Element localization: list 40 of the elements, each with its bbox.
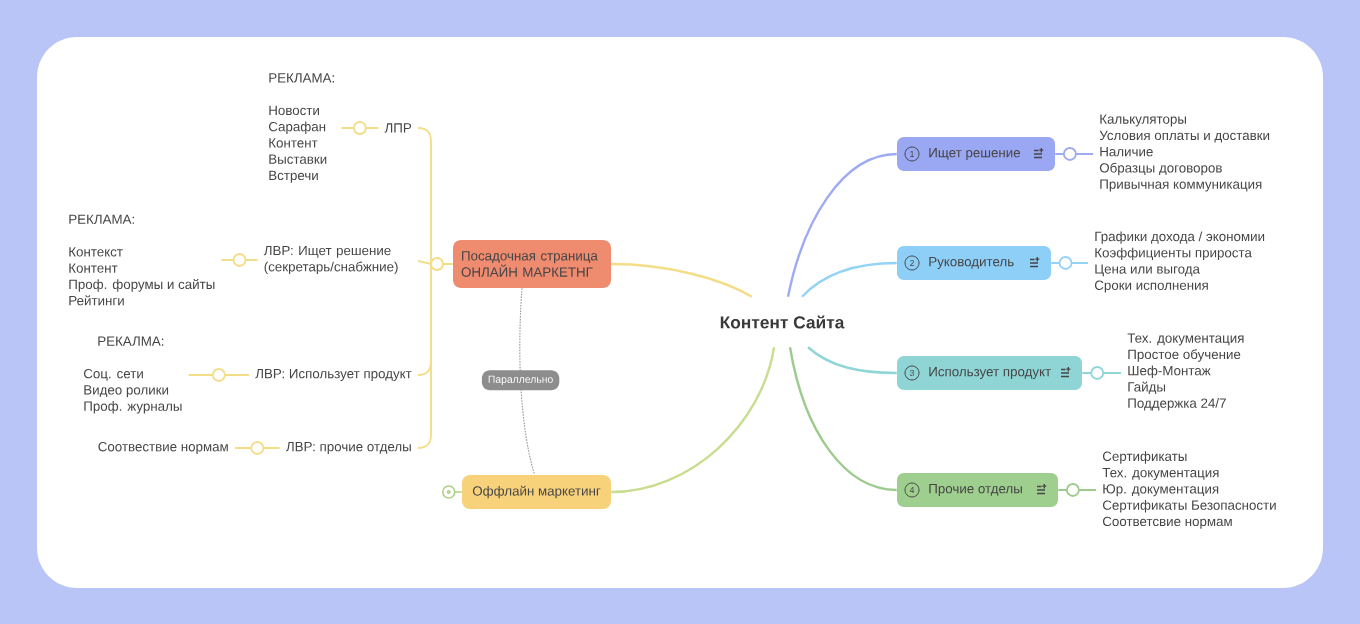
connector [519, 287, 536, 476]
connector [807, 346, 897, 375]
branch-label: ЛВР: прочие отделы [286, 442, 411, 454]
number-badge: 1 [904, 146, 920, 162]
connector [1054, 153, 1094, 155]
central-topic: Контент Сайта [720, 315, 845, 329]
connector [801, 261, 897, 298]
text-list: Сертификаты Тех. документация Юр. документация Сертификаты Безопасности Соответсвие нормам [1102, 451, 1276, 529]
connector [1050, 262, 1089, 264]
connector [430, 263, 432, 362]
connector [611, 347, 776, 494]
connector [234, 447, 281, 449]
connector [417, 127, 432, 265]
connector [340, 127, 380, 129]
connector [417, 360, 432, 449]
number-badge: 2 [904, 255, 920, 271]
branch-label: Соотвествие нормам [98, 441, 228, 455]
topic-box: Посадочная страница ОНЛАЙН МАРКЕТНГ [453, 240, 611, 288]
connector [220, 259, 259, 261]
connector [1081, 372, 1122, 374]
edge-label: Параллельно [481, 370, 560, 391]
topic-box: Оффлайн маркетинг [462, 475, 611, 509]
branch-label: ЛПР [384, 123, 412, 133]
connector [611, 262, 753, 298]
branch-label: ЛВР: Ищет решение (секретарь/снабжние) [263, 245, 398, 275]
text-list: Калькуляторы Условия оплаты и доставки Наличие Образцы договоров Привычная коммуникация [1099, 114, 1270, 192]
connector [1057, 489, 1097, 491]
text-list: РЕКЛАМА: Новости Сарафан Контент Выставки Встречи [268, 73, 334, 183]
text-list: РЕКЛАМА: Контекст Контент Проф. форумы и сайты Рейтинги [69, 214, 215, 306]
connector [416, 259, 432, 265]
connector [788, 347, 897, 492]
connector [187, 374, 250, 376]
connector [786, 152, 897, 297]
number-badge: 3 [904, 365, 920, 381]
connector [430, 257, 454, 271]
branch-label: ЛВР: Использует продукт [255, 369, 412, 381]
text-list: Тех. документация Простое обучение Шеф-Монтаж Гайды Поддержка 24/7 [1127, 333, 1244, 411]
text-list: РЕКАЛМА: Соц. сети Видео ролики Проф. журналы [83, 336, 182, 414]
text-list: Графики дохода / экономии Коэффициенты прироста Цена или выгода Сроки исполнения [1094, 231, 1265, 293]
number-badge: 4 [904, 482, 920, 498]
